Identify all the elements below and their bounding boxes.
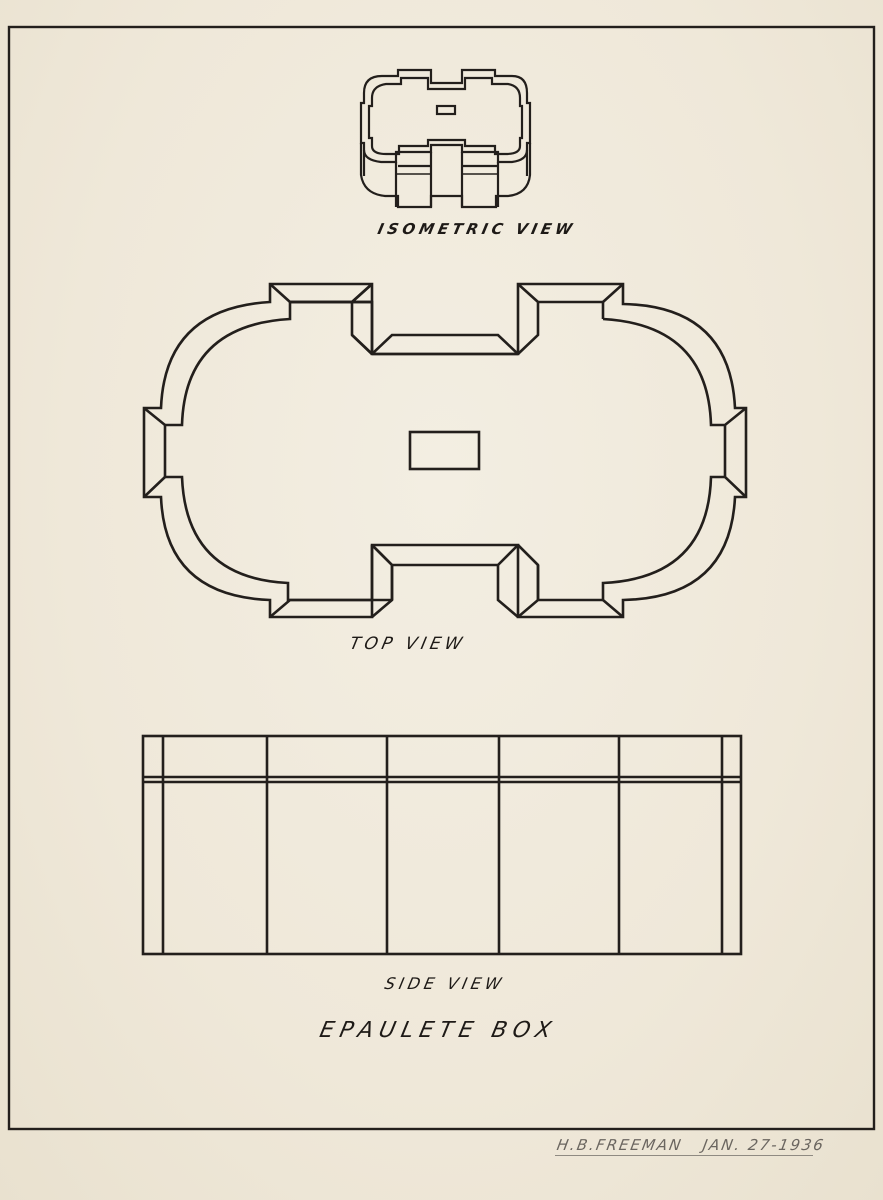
signature: H.B.FREEMAN JAN. 27-1936 xyxy=(555,1136,826,1154)
signature-date: JAN. 27-1936 xyxy=(701,1136,827,1154)
border-frame xyxy=(7,25,876,1131)
side-view xyxy=(141,734,743,956)
top-view xyxy=(142,282,748,619)
isometric-view-label: ISOMETRIC VIEW xyxy=(376,220,578,238)
signature-name: H.B.FREEMAN xyxy=(555,1136,685,1154)
isometric-view xyxy=(359,68,532,209)
center-slot xyxy=(408,430,481,471)
top-view-label: TOP VIEW xyxy=(347,634,468,654)
side-view-label: SIDE VIEW xyxy=(382,974,508,993)
signature-underline xyxy=(555,1155,813,1156)
drawing-title: EPAULETE BOX xyxy=(317,1018,560,1043)
